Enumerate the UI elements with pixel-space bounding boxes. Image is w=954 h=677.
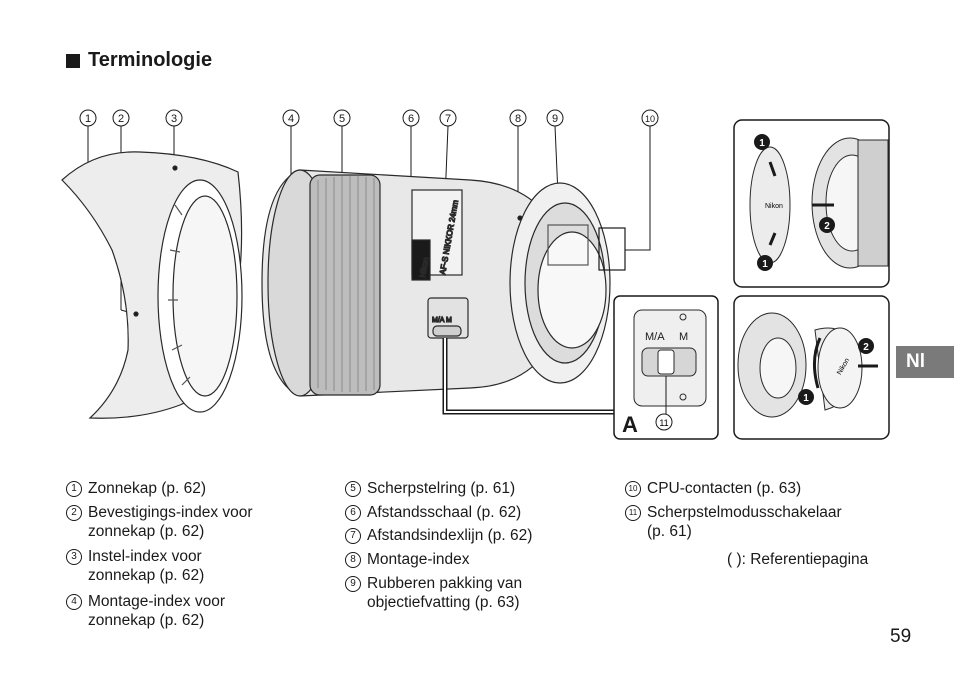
front-step-1-bottom: 1: [762, 259, 768, 270]
page-number: 59: [890, 626, 912, 647]
callout-5-label: 5: [339, 113, 345, 125]
legend-text-11a: Scherpstelmodusschakelaar: [647, 504, 842, 521]
legend-num-8: 8: [345, 552, 361, 568]
legend-item-3: 3 Instel-index voor zonnekap (p. 62): [66, 547, 204, 585]
callout-3: 3: [165, 109, 183, 127]
legend-text-7: Afstandsindexlijn (p. 62): [367, 527, 533, 544]
callout-10-label: 10: [645, 114, 655, 124]
callout-1: 1: [79, 109, 97, 127]
section-heading: Terminologie: [66, 49, 212, 72]
lens-hood: [61, 151, 243, 419]
callout-3-label: 3: [171, 113, 177, 125]
legend-text-6: Afstandsschaal (p. 62): [367, 504, 522, 521]
legend-text-9b: objectiefvatting (p. 63): [367, 594, 520, 611]
callout-1-label: 1: [85, 113, 91, 125]
legend-num-1: 1: [66, 481, 82, 497]
callout-9: 9: [546, 109, 564, 127]
callout-7-label: 7: [445, 113, 451, 125]
callout-numbers: 1 2 3 4 5 6 7 8 9 10: [79, 109, 659, 127]
callout-4-label: 4: [288, 113, 294, 125]
legend-text-11b: (p. 61): [647, 523, 692, 540]
inset-a-letter: A: [622, 412, 638, 437]
inset-a-ma-label: M/A: [645, 331, 665, 343]
legend-text-8: Montage-index: [367, 551, 470, 568]
legend-text-5: Scherpstelring (p. 61): [367, 480, 516, 497]
heading-square-icon: [66, 53, 80, 68]
callout-5: 5: [333, 109, 351, 127]
rear-step-1: 1: [803, 393, 809, 404]
legend-item-2: 2 Bevestigings-index voor zonnekap (p. 6…: [66, 503, 253, 541]
language-tab: Nl: [896, 346, 954, 378]
legend-text-2a: Bevestigings-index voor: [88, 504, 253, 521]
legend-num-3: 3: [66, 549, 82, 565]
callout-7: 7: [439, 109, 457, 127]
callout-2-label: 2: [118, 113, 124, 125]
legend-num-6: 6: [345, 505, 361, 521]
legend-item-5: 5 Scherpstelring (p. 61): [345, 479, 515, 498]
lens-body: Nikon AF-S NIKKOR 24mm M/A M: [261, 169, 626, 397]
inset-a-m-label: M: [679, 331, 688, 343]
inset-a: M/A M A 11: [613, 295, 719, 440]
callout-10: 10: [641, 109, 659, 127]
legend-item-6: 6 Afstandsschaal (p. 62): [345, 503, 521, 522]
front-step-1-top: 1: [759, 138, 765, 149]
callout-6-label: 6: [408, 113, 414, 125]
inset-rear-cap: Nikon 2 1: [733, 295, 890, 440]
legend-num-2: 2: [66, 505, 82, 521]
legend-num-5: 5: [345, 481, 361, 497]
inset-front-cap: Nikon 1 1 2: [733, 119, 890, 288]
front-step-2: 2: [824, 221, 830, 232]
callout-9-label: 9: [552, 113, 558, 125]
front-cap-brand: Nikon: [765, 203, 783, 210]
legend-text-1: Zonnekap (p. 62): [88, 480, 207, 497]
callout-8-label: 8: [515, 113, 521, 125]
legend-item-11: 11 Scherpstelmodusschakelaar (p. 61): [625, 503, 842, 541]
legend-text-4b: zonnekap (p. 62): [88, 612, 205, 629]
legend-num-7: 7: [345, 528, 361, 544]
legend-num-11: 11: [625, 505, 641, 521]
focus-ring-grip: [317, 176, 375, 392]
callout-6: 6: [402, 109, 420, 127]
legend-text-2b: zonnekap (p. 62): [88, 523, 205, 540]
legend-num-4: 4: [66, 594, 82, 610]
inset-a-callout-11: 11: [659, 418, 668, 428]
legend-text-9a: Rubberen pakking van: [367, 575, 523, 592]
legend-item-9: 9 Rubberen pakking van objectiefvatting …: [345, 574, 522, 612]
rear-step-2: 2: [863, 342, 869, 353]
legend-text-3a: Instel-index voor: [88, 548, 202, 565]
svg-text:M/A M: M/A M: [432, 317, 452, 324]
lens-brand-text: Nikon: [418, 257, 430, 279]
legend-text-3b: zonnekap (p. 62): [88, 567, 205, 584]
legend-item-10: 10 CPU-contacten (p. 63): [625, 479, 801, 498]
reference-note: ( ): Referentiepagina: [727, 551, 869, 568]
legend-num-9: 9: [345, 576, 361, 592]
callout-8: 8: [509, 109, 527, 127]
callout-2: 2: [112, 109, 130, 127]
legend-num-10: 10: [625, 481, 641, 497]
legend-item-4: 4 Montage-index voor zonnekap (p. 62): [66, 592, 225, 630]
heading-text: Terminologie: [88, 49, 213, 71]
legend-item-8: 8 Montage-index: [345, 550, 470, 569]
callout-4: 4: [282, 109, 300, 127]
legend-text-10: CPU-contacten (p. 63): [647, 480, 802, 497]
legend-item-1: 1 Zonnekap (p. 62): [66, 479, 206, 498]
legend-item-7: 7 Afstandsindexlijn (p. 62): [345, 526, 532, 545]
legend-text-4a: Montage-index voor: [88, 593, 225, 610]
